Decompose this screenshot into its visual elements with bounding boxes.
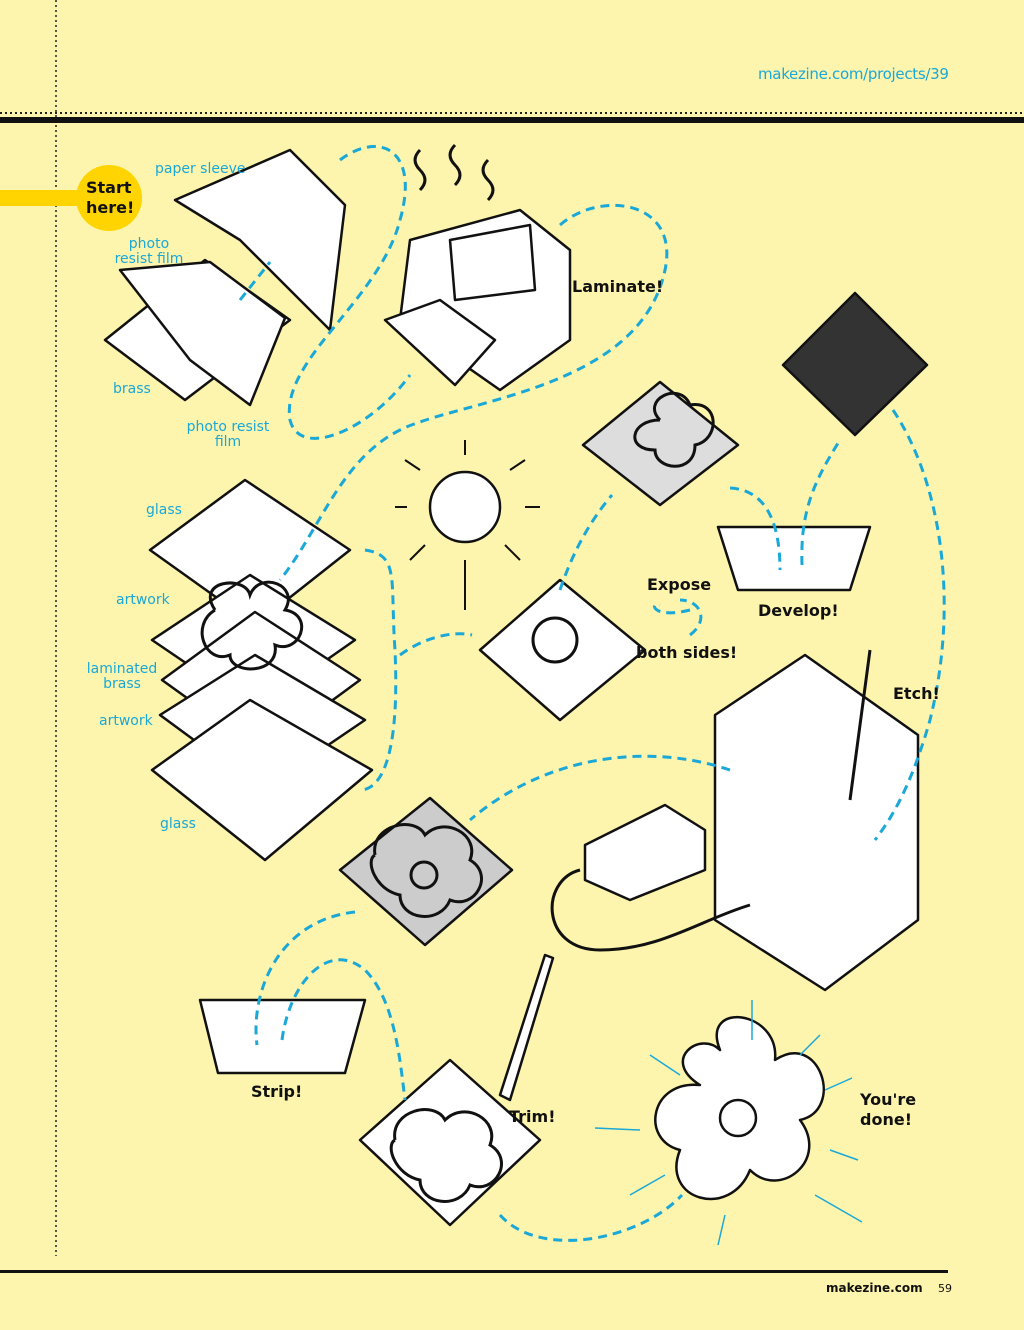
start-badge	[76, 165, 142, 231]
step-develop: Develop!	[758, 601, 839, 620]
label-brass: brass	[113, 381, 151, 397]
photo-resist-film-icon	[118, 260, 287, 407]
air-hose-icon	[550, 868, 751, 952]
label-artwork-top: artwork	[116, 592, 170, 608]
step-expose: Expose	[647, 575, 712, 594]
trim-plate-icon	[358, 1058, 542, 1227]
flow-arrows	[238, 145, 946, 1242]
header-rule	[0, 117, 1024, 123]
glass-bottom-icon	[150, 698, 374, 862]
label-glass-bottom: glass	[160, 816, 196, 832]
step-strip: Strip!	[251, 1082, 303, 1101]
done-line-1: You're	[860, 1090, 917, 1109]
label-photo-resist-film-top: photo resist film	[114, 236, 184, 267]
label-artwork-bottom: artwork	[99, 713, 153, 729]
label-glass-top: glass	[146, 502, 182, 518]
developed-plate-icon	[781, 291, 929, 437]
etch-stick-icon	[848, 649, 872, 801]
flower-artwork-icon	[200, 580, 304, 671]
page-number: 59	[938, 1282, 952, 1295]
sun-icon	[428, 470, 502, 544]
footer-rule	[0, 1270, 948, 1273]
start-label: Start	[86, 178, 132, 197]
step-etch: Etch!	[893, 684, 940, 703]
etch-tank-icon	[713, 653, 920, 992]
develop-tray-icon	[716, 525, 872, 592]
header-url[interactable]: makezine.com/projects/39	[758, 65, 949, 83]
step-laminate: Laminate!	[572, 277, 664, 296]
label-laminated-brass: laminated brass	[86, 661, 158, 692]
done-line-2: done!	[860, 1110, 912, 1129]
label-photo-resist-film-bottom: photo resist film	[186, 419, 270, 450]
clamped-stack-icon	[478, 578, 647, 722]
start-bar	[0, 190, 80, 206]
paper-sleeve-icon	[173, 148, 347, 332]
start-label-2: here!	[86, 198, 135, 217]
step-both-sides: both sides!	[636, 643, 738, 662]
etched-plate-icon	[338, 796, 514, 947]
step-trim: Trim!	[509, 1107, 556, 1126]
exposed-plate-icon	[581, 380, 740, 507]
footer-site[interactable]: makezine.com	[826, 1281, 923, 1295]
craft-knife-icon	[498, 953, 555, 1102]
label-paper-sleeve: paper sleeve	[155, 161, 246, 177]
air-pump-icon	[583, 803, 707, 902]
